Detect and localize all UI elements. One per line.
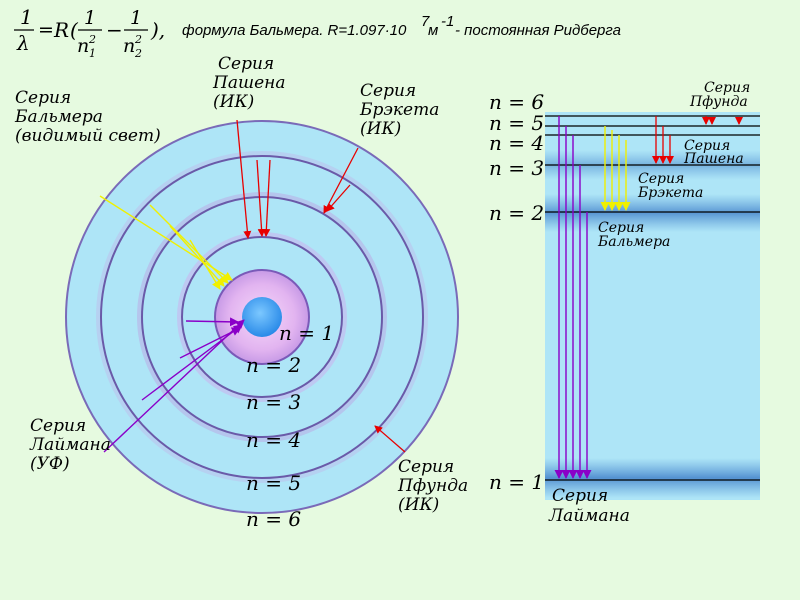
atom-series-labels: Серия Бальмера (видимый свет) Серия Паше… (14, 54, 468, 515)
level-label-n4: n = 4 (489, 131, 544, 155)
orbit-label-n1: n = 1 (279, 321, 334, 345)
bohr-atom (65, 120, 459, 514)
balmer-arrow (189, 239, 221, 290)
atom-balmer-arrows (99, 195, 233, 290)
lyman-level-label-line1: Серия (552, 486, 608, 506)
orbit-label-n2: n = 2 (246, 353, 301, 377)
pfund-label-line3: (ИК) (398, 495, 439, 515)
lyman-label-line1: Серия (30, 416, 86, 436)
level-label-n3: n = 3 (489, 156, 544, 180)
balmer-arrow (99, 195, 233, 281)
lyman-label-line3: (УФ) (30, 454, 70, 474)
orbit-label-n3: n = 3 (246, 390, 301, 414)
formula-frac1-subscript: 1 (89, 47, 96, 60)
balmer-level-label-line2: Бальмера (597, 234, 670, 250)
brackett-arrow (326, 184, 351, 212)
brackett-level-label-line1: Серия (638, 171, 684, 187)
balmer-arrow (149, 204, 229, 284)
lyman-label-line2: Лаймана (29, 435, 111, 455)
energy-level-diagram (545, 112, 760, 500)
formula-close-paren: ), (150, 18, 165, 42)
pfund-arrow (374, 425, 406, 453)
paschen-level-label-line1: Серия (684, 138, 730, 154)
brackett-label-line1: Серия (360, 81, 416, 101)
formula-frac2-superscript: 2 (134, 33, 142, 46)
balmer-arrow (169, 225, 225, 287)
energy-level-labels: n = 6 n = 5 n = 4 n = 3 n = 2 n = 1 (489, 90, 544, 494)
orbit-label-n6: n = 6 (246, 507, 301, 531)
paschen-label-line1: Серия (218, 54, 274, 74)
atom-orbit-labels: n = 1 n = 2 n = 3 n = 4 n = 5 n = 6 (246, 321, 334, 531)
paschen-level-label-line2: Пашена (683, 151, 744, 167)
formula-lhs-numerator: 1 (20, 5, 33, 29)
level-series-labels: Серия Пфунда Серия Пашена Серия Брэкета … (548, 80, 750, 526)
lyman-arrow (103, 319, 245, 453)
atom-lyman-arrows (103, 317, 245, 453)
brackett-label-line3: (ИК) (360, 119, 401, 139)
level-label-n5: n = 5 (489, 111, 544, 135)
paschen-arrow (236, 119, 252, 239)
level-band-n2 (545, 194, 760, 232)
formula-minus: − (106, 18, 123, 42)
nucleus (242, 297, 282, 337)
orbit-label-n5: n = 5 (246, 471, 301, 495)
atom-paschen-arrows (236, 119, 271, 239)
brackett-label-line2: Брэкета (359, 100, 439, 120)
formula-frac2-numerator: 1 (130, 7, 142, 29)
level-label-n6: n = 6 (489, 90, 544, 114)
formula-caption-exponent: 7 (421, 13, 430, 30)
atom-brackett-arrows (323, 147, 359, 214)
brackett-arrow (323, 147, 359, 214)
formula-caption-unit: м (428, 22, 438, 39)
formula-caption-rest: - постоянная Ридберга (455, 22, 621, 39)
formula-frac1-numerator: 1 (84, 7, 96, 29)
formula-open-paren: ( (70, 18, 79, 42)
paschen-label-line2: Пашена (212, 73, 285, 93)
orbit-label-n4: n = 4 (246, 428, 301, 452)
formula-rydberg: R (53, 18, 69, 42)
balmer-formula: 1 λ = R ( 1 n 1 2 − 1 n 2 2 ), формула Б… (14, 5, 621, 60)
paschen-label-line3: (ИК) (213, 92, 254, 112)
formula-caption-unit-exponent: -1 (441, 13, 454, 30)
formula-frac2-subscript: 2 (134, 47, 142, 60)
lyman-arrow (141, 324, 243, 401)
pfund-level-label-line2: Пфунда (689, 94, 748, 110)
lyman-arrow (179, 327, 241, 359)
level-label-n2: n = 2 (489, 201, 544, 225)
formula-lhs-denominator: λ (16, 31, 30, 55)
lyman-arrow (185, 317, 239, 327)
lyman-level-label-line2: Лаймана (548, 506, 630, 526)
balmer-label-line2: Бальмера (14, 107, 103, 127)
pfund-label-line1: Серия (398, 457, 454, 477)
paschen-arrow (256, 159, 266, 237)
formula-frac2-denominator: n (123, 35, 135, 57)
balmer-level-label-line1: Серия (598, 220, 644, 236)
formula-equals: = (38, 19, 54, 41)
formula-frac1-denominator: n (77, 35, 89, 57)
balmer-label-line3: (видимый свет) (15, 126, 161, 146)
level-label-n1: n = 1 (489, 470, 544, 494)
atom-pfund-arrows (374, 425, 406, 453)
balmer-label-line1: Серия (15, 88, 71, 108)
brackett-level-label-line2: Брэкета (637, 185, 703, 201)
pfund-label-line2: Пфунда (397, 476, 468, 496)
pfund-level-label-line1: Серия (704, 80, 750, 96)
formula-caption: формула Бальмера. R=1.097·10 (182, 22, 407, 39)
formula-frac1-superscript: 2 (88, 33, 96, 46)
paschen-arrow (262, 159, 271, 237)
